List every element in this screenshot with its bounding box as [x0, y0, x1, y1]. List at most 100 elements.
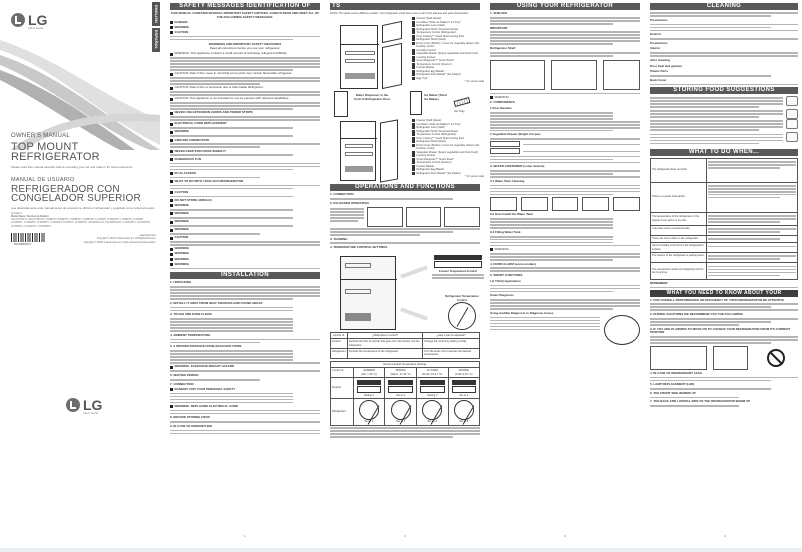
table-row: There is a power interruption.	[650, 181, 799, 213]
know-heading: WHAT YOU NEED TO KNOW ABOUT YOUR REFRIGE…	[650, 289, 798, 303]
cleaning-label: Interior	[650, 46, 661, 51]
warning-icon	[170, 26, 173, 30]
table-row: Freezer Controls the flow of cold air th…	[330, 338, 480, 349]
water-dispenser-label: Water Dispenser in the front of Refriger…	[353, 93, 391, 102]
title-es-line2: CONGELADOR SUPERIOR	[11, 193, 141, 204]
safety-item: WARNING	[174, 203, 190, 208]
cleaning-label: Door Seal and gaskets	[650, 63, 683, 68]
safety-item: WARNING	[174, 227, 190, 232]
shelf-figures	[490, 59, 640, 90]
know-section: 5. LAMP REPLACEMENT (LED)	[650, 382, 695, 387]
table-row: The compressor works too frequently and …	[650, 262, 799, 280]
using-column: USING YOUR REFRIGERATOR 1. SHELVES IMPOR…	[486, 0, 644, 548]
fridge-illustration	[340, 25, 379, 90]
operations-heading: OPERATIONS AND FUNCTIONS	[330, 184, 480, 192]
freezer-control-label: Freezer Temperature Control	[438, 268, 478, 273]
fridge-diagram-b: Freezer Shelf (Glass) Ice Maker (Twist I…	[330, 119, 484, 183]
table-row: Refrigerator Controls the temperature of…	[330, 347, 480, 359]
title-en-line1: TOP MOUNT	[11, 141, 79, 153]
safety-heading: SAFETY MESSAGES IDENTIFICATION OF	[170, 3, 320, 10]
page-number: 4	[724, 534, 726, 538]
moving-figures	[650, 345, 798, 370]
control-table: Control of: ¿What does it control? ¿How …	[330, 331, 480, 359]
temperature-control-diagram: Freezer Temperature Control Refrigerator…	[330, 252, 484, 332]
safety-item: NEVER USE EXTENSION CORDS AND POWER STRI…	[174, 110, 253, 115]
safety-item: CAUTION: Risk of Fire or Explosion due t…	[174, 85, 264, 90]
what-to-do-heading: WHAT TO DO WHEN...	[650, 148, 798, 156]
install-section: 8. BEFORE STORING FOOD	[170, 415, 210, 420]
know-section: 4. IN CASE OF REFRIGERANT LEAK	[650, 370, 703, 375]
safety-item: DO NOT STORE ANIMALS	[174, 197, 212, 202]
freezer-slider[interactable]	[434, 260, 482, 268]
ice-maker-figures	[330, 206, 481, 227]
using-section: 3.1 Water Tank Cleaning	[490, 178, 525, 183]
page-number: 2	[404, 534, 406, 538]
know-section: 1. FOR OVERALL PERFORMANCE OR EFFICIENCY…	[650, 297, 785, 302]
brand-name: LG	[83, 397, 103, 413]
cleaning-label: Precautions:	[650, 40, 669, 45]
description-es: Lea detenidamente este manual antes de e…	[11, 206, 155, 215]
using-section: Smart Diagnosis	[490, 293, 514, 298]
model-numbers: GB-X372SGJV, GB-X373SGJV, LT29BPP, LT29B…	[11, 218, 151, 228]
install-section: 9. IN CASE OF DISMANTLING	[170, 423, 213, 428]
storing-heading: STORING FOOD SUGGESTIONS	[650, 86, 798, 94]
table-row: The temperature of the refrigerator or t…	[650, 211, 799, 226]
cleaning-label: Back Cover	[650, 77, 667, 82]
copyright-es: Copyright © 2018 LG Electronics Inc. Tod…	[83, 242, 156, 244]
lg-logo-icon	[66, 398, 80, 412]
parts-note: NOTE: This guide covers different models…	[330, 12, 469, 15]
cleaning-heading: CLEANING	[650, 3, 798, 10]
page-number: 1	[244, 534, 246, 538]
accessory-diagrams: Water Dispenser in the front of Refriger…	[330, 89, 480, 119]
safety-subheading: WARNINGS AND IMPORTANT SAFETY MEASURES	[208, 42, 282, 47]
table-row: There are some odors in the refrigerator…	[650, 235, 799, 244]
recommended-settings-table: Recommended Temperature Settings Control…	[330, 360, 481, 426]
tab-english[interactable]: ENGLISH	[152, 2, 160, 26]
operations-section: 4. TEMPERATURE CONTROL SETTINGS	[330, 245, 388, 250]
table-row: Some humidity is formed on the refrigera…	[650, 242, 799, 254]
safety-item: WARNING	[174, 251, 190, 256]
know-section: 3. IF YOU ARE PLANNING TO MOVE OR TO CHA…	[650, 326, 791, 335]
using-section: 1 Vegetable Drawer (Bright Crisper)	[490, 132, 541, 137]
safety-item: WARNING	[174, 211, 190, 216]
audible-diagnosis-figure	[604, 315, 640, 346]
fridge-diagram-a: Freezer Shelf (Glass) Ice Maker (Twist I…	[330, 17, 484, 90]
food-icon	[786, 108, 798, 119]
website-link[interactable]: www.lg.com	[139, 233, 156, 237]
safety-item: CAUTION	[174, 235, 189, 240]
safety-item: WARNING	[174, 219, 190, 224]
danger-label: DANGER	[174, 19, 188, 24]
using-section: 1. SHELVES	[490, 11, 508, 15]
cleaning-label: Exterior	[650, 32, 662, 37]
using-section: LG ThinQ Application	[490, 278, 521, 283]
safety-item: WHAT TO DO WITH YOUR OLD REFRIGERATOR	[174, 178, 244, 183]
page-bottom-edge	[0, 548, 802, 552]
troubleshooting-table: The refrigerator does not work. There is…	[650, 157, 799, 280]
tab-espanol[interactable]: ESPAÑOL	[152, 28, 160, 52]
know-section: 2. DURING VACATIONS WE RECOMMEND YOU THE…	[650, 312, 743, 317]
cleaning-label: After cleaning	[650, 57, 671, 62]
table-row: I can hear some unusual sounds.	[650, 224, 799, 237]
table-row: The bottom of the refrigerator is gettin…	[650, 252, 799, 264]
safety-item: WARNING	[174, 256, 190, 261]
using-section: Using Audible Diagnosis to Diagnose Issu…	[490, 310, 554, 315]
warning-label: WARNING	[174, 24, 190, 29]
tagline: Life's Good	[28, 26, 44, 30]
refrigerator-dial[interactable]	[448, 301, 476, 330]
description-en: Please read this manual carefully before…	[11, 165, 134, 169]
title-es-line1: REFRIGERADOR CON	[11, 184, 120, 195]
safety-installation-column: SAFETY MESSAGES IDENTIFICATION OF THIS M…	[166, 0, 324, 548]
safety-item: WARNING: This appliance contains a small…	[174, 51, 288, 56]
manual-usuario-label: MANUAL DE USUARIO	[11, 177, 75, 183]
using-heading: USING YOUR REFRIGERATOR	[490, 3, 640, 10]
safety-item: WARNING	[174, 246, 190, 251]
install-section: 5. A PROPER DISTANCE FROM ADJACENT ITEMS	[170, 344, 242, 349]
owners-manual-label: OWNER'S MANUAL	[11, 133, 71, 139]
parts-list: Freezer Shelf (Glass) Ice Maker (Twist I…	[412, 17, 484, 84]
ice-maker-label: Ice Maker (Twist Ice Maker)	[424, 93, 447, 102]
know-section: 6. THE FRONT SIDE WARMS UP	[650, 390, 696, 395]
barcode-number: MFL68880000-7	[14, 243, 32, 246]
barcode	[11, 233, 45, 242]
using-section: 5. SMART FUNCTIONS	[490, 273, 523, 278]
